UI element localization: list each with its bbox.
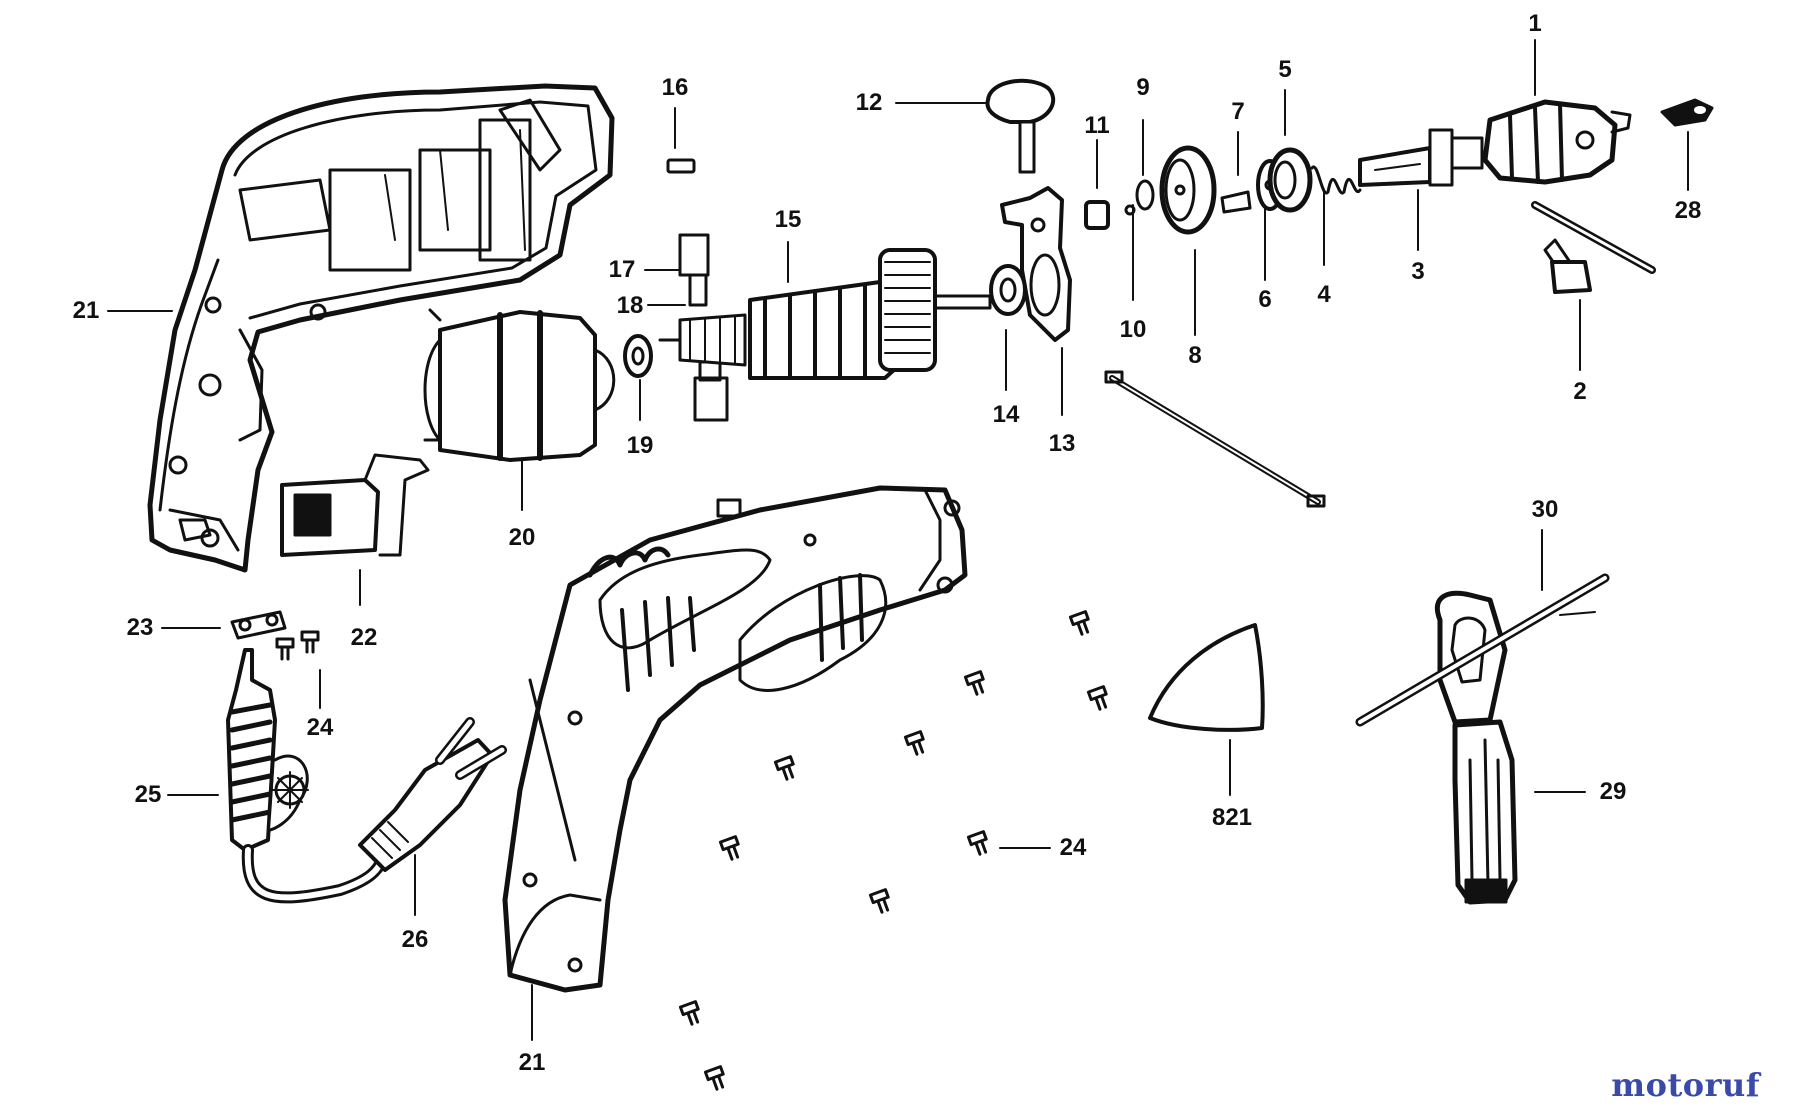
plug-26 [241, 717, 507, 904]
label-part-19: 19 [626, 432, 654, 459]
depth-rod [1104, 370, 1326, 508]
chuck-key-2 [1531, 201, 1656, 294]
label-part-11: 11 [1084, 112, 1110, 139]
label-part-14: 14 [992, 401, 1020, 428]
label-part-12: 12 [855, 89, 883, 116]
label-part-2: 2 [1573, 378, 1587, 405]
part-5 [1267, 147, 1313, 213]
bearing-14 [989, 264, 1027, 316]
label-part-8: 8 [1188, 342, 1202, 369]
label-part-26: 26 [401, 926, 429, 953]
label-part-28: 28 [1674, 197, 1702, 224]
cord-clamp-23 [230, 610, 287, 640]
label-part-5: 5 [1278, 56, 1292, 83]
label-part-9: 9 [1136, 74, 1150, 101]
screws-24 [275, 610, 1108, 1091]
brush-holder [678, 233, 729, 422]
label-part-13: 13 [1048, 430, 1076, 457]
cord-protector-25 [226, 648, 309, 852]
bearing-19 [623, 334, 653, 378]
housing-half-right [502, 485, 968, 993]
spindle-3 [1358, 128, 1484, 187]
armature [658, 248, 992, 380]
stator-field [423, 308, 616, 462]
label-part-24-right: 24 [1059, 834, 1087, 861]
label-part-17: 17 [608, 256, 636, 283]
label-part-10: 10 [1119, 316, 1147, 343]
part-28 [1660, 98, 1714, 127]
part-11 [1084, 200, 1110, 230]
label-part-20: 20 [508, 524, 536, 551]
label-part-15: 15 [774, 206, 802, 233]
wedge-821 [1148, 623, 1265, 732]
label-part-23: 23 [126, 614, 154, 641]
watermark: motoruf [1611, 1066, 1760, 1104]
depth-rod-30 [1355, 573, 1610, 727]
label-part-21-right: 21 [518, 1049, 546, 1076]
label-part-18: 18 [616, 292, 644, 319]
washer-9 [1135, 179, 1155, 211]
part-16 [666, 158, 696, 174]
chuck-1 [1482, 99, 1632, 185]
label-part-6: 6 [1258, 286, 1272, 313]
label-part-1: 1 [1528, 10, 1542, 37]
selector-knob-12 [985, 78, 1056, 174]
label-part-22: 22 [350, 624, 378, 651]
part-10 [1124, 204, 1136, 216]
gear-plate-13 [1000, 186, 1072, 342]
label-part-7: 7 [1231, 98, 1245, 125]
label-part-16: 16 [661, 74, 689, 101]
label-part-3: 3 [1411, 258, 1425, 285]
spring-4 [1310, 165, 1362, 195]
gear-8 [1159, 145, 1217, 235]
label-part-821: 821 [1211, 804, 1253, 831]
label-part-21-left: 21 [72, 297, 100, 324]
label-part-25: 25 [134, 781, 162, 808]
housing-half-left [147, 83, 615, 573]
label-part-4: 4 [1317, 281, 1331, 308]
label-part-24-left: 24 [306, 714, 334, 741]
leader-lines [107, 39, 1689, 1041]
label-part-30: 30 [1531, 496, 1559, 523]
label-part-29: 29 [1599, 778, 1627, 805]
key-7 [1220, 190, 1252, 214]
switch-22 [280, 453, 430, 557]
